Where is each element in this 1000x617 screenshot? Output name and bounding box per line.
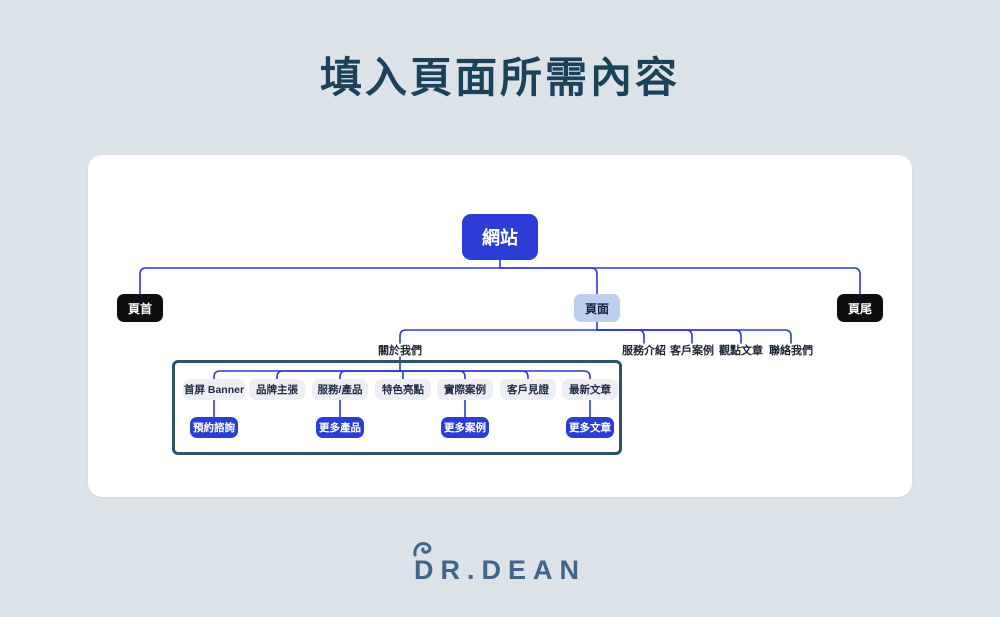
box-feature-highlights: 特色亮點 (375, 379, 431, 400)
label-about-us: 關於我們 (378, 345, 422, 357)
node-page-header: 頁首 (117, 294, 163, 322)
box-hero-banner: 首屏 Banner (183, 379, 245, 400)
cta-more-articles: 更多文章 (566, 417, 614, 438)
cta-more-cases: 更多案例 (441, 417, 489, 438)
box-services-products: 服務/產品 (312, 379, 368, 400)
cta-book-consultation: 預約諮詢 (190, 417, 238, 438)
diagram-card: 網站 頁首 頁面 頁尾 關於我們 服務介紹 客戶案例 觀點文章 聯絡我們 首屏 … (88, 155, 912, 497)
brand-wordmark: DR.DEAN (413, 555, 586, 585)
box-actual-cases: 實際案例 (437, 379, 493, 400)
cta-more-products: 更多產品 (316, 417, 364, 438)
box-latest-articles: 最新文章 (562, 379, 618, 400)
about-sections-highlight-frame (172, 360, 622, 455)
hair-curl-icon (413, 542, 432, 557)
box-brand-proposition: 品牌主張 (249, 379, 305, 400)
label-viewpoint-articles: 觀點文章 (719, 345, 763, 357)
label-customer-cases: 客戶案例 (670, 345, 714, 357)
node-website: 網站 (462, 214, 538, 260)
label-services-intro: 服務介紹 (622, 345, 666, 357)
box-testimonials: 客戶見證 (500, 379, 556, 400)
node-page: 頁面 (574, 294, 620, 322)
page-title: 填入頁面所需內容 (319, 54, 680, 101)
brand-logo: DR.DEAN (0, 540, 1000, 586)
label-contact-us: 聯絡我們 (769, 345, 813, 357)
node-page-footer: 頁尾 (837, 294, 883, 322)
